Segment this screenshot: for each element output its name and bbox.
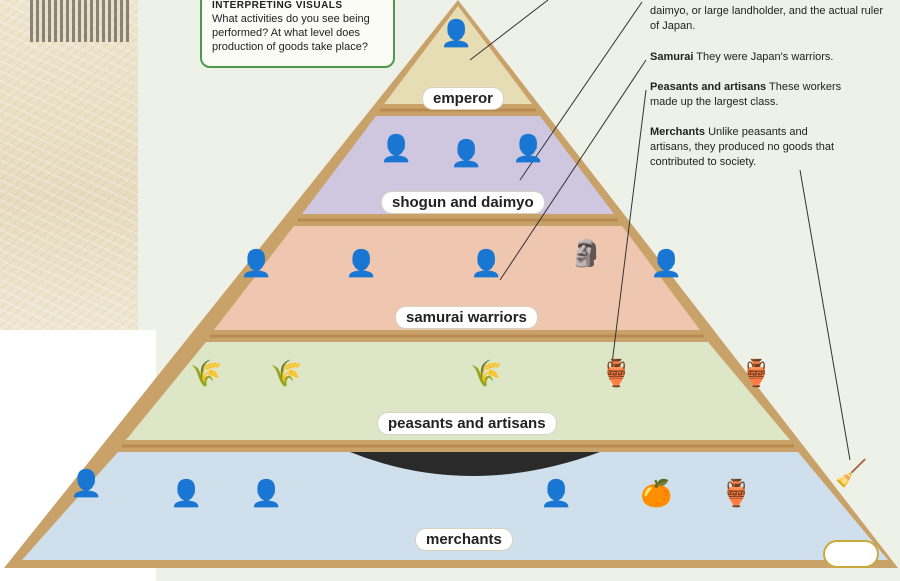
callout-heading: INTERPRETING VISUALS <box>212 0 343 11</box>
tier-label-samurai: samurai warriors <box>396 307 537 328</box>
tier-emperor-bg <box>384 6 532 104</box>
rice-bundle-icon: 🌾 <box>470 358 503 388</box>
illustration-fragment <box>30 0 130 42</box>
note-merchants: Merchants Unlike peasants and artisans, … <box>650 125 850 170</box>
merchant-figure-icon: 🏺 <box>720 478 753 508</box>
warrior-figure-icon: 👤 <box>345 248 378 278</box>
note-peasants-text: These workers made up the largest class. <box>650 81 842 108</box>
warrior-figure-icon: 👤 <box>470 248 503 278</box>
tier-shogun-bg <box>302 116 614 214</box>
merchant-figure-icon: 👤 <box>540 478 573 508</box>
emperor-figure-icon: 👤 <box>440 18 473 48</box>
tier-peasants-bg <box>126 342 790 440</box>
tier-label-merchants: merchants <box>416 529 512 550</box>
note-merchants-text: Unlike peasants and artisans, they produ… <box>650 126 835 168</box>
merchant-figure-icon: 🍊 <box>640 478 673 508</box>
note-shogun-text: daimyo, or large landholder, and the act… <box>650 5 883 32</box>
broom-seller-icon: 🧹 <box>835 458 868 488</box>
shogun-figure-icon: 👤 <box>380 133 413 163</box>
farmer-figure-icon: 🌾 <box>270 358 303 388</box>
textured-paper-panel <box>0 0 138 330</box>
bamboo-beams <box>122 108 794 448</box>
merchant-figure-icon: 👤 <box>170 478 203 508</box>
artisan-figure-icon: 🏺 <box>600 358 633 388</box>
corner-oval-marker <box>823 540 879 568</box>
note-peasants: Peasants and artisans These workers made… <box>650 80 850 110</box>
warrior-figure-icon: 👤 <box>650 248 683 278</box>
warrior-figure-icon: 👤 <box>240 248 273 278</box>
samurai-armor-icon: 👤 <box>512 133 545 163</box>
tier-label-emperor: emperor <box>423 88 504 109</box>
artisan-figure-icon: 🏺 <box>740 358 773 388</box>
merchant-figure-icon: 👤 <box>70 468 103 498</box>
tier-merchants-bg <box>22 452 888 560</box>
note-samurai: Samurai They were Japan's warriors. <box>650 50 834 65</box>
buddha-statue-icon: 🗿 <box>570 238 603 268</box>
tier-samurai-bg <box>214 226 700 330</box>
tier-label-peasants-artisans: peasants and artisans <box>378 413 556 434</box>
merchant-canopy <box>350 452 600 476</box>
merchant-figure-icon: 👤 <box>250 478 283 508</box>
note-samurai-text: They were Japan's warriors. <box>696 51 834 63</box>
leader-lines <box>469 0 851 461</box>
note-merchants-term: Merchants <box>650 126 706 138</box>
interpreting-visuals-callout: INTERPRETING VISUALS What activities do … <box>200 0 395 68</box>
callout-text: What activities do you see being perform… <box>212 13 370 53</box>
note-samurai-term: Samurai <box>650 51 694 63</box>
note-shogun: daimyo, or large landholder, and the act… <box>650 4 890 34</box>
tier-label-shogun-daimyo: shogun and daimyo <box>382 192 544 213</box>
note-peasants-term: Peasants and artisans <box>650 81 767 93</box>
farmer-figure-icon: 🌾 <box>190 358 223 388</box>
daimyo-figure-icon: 👤 <box>450 138 483 168</box>
